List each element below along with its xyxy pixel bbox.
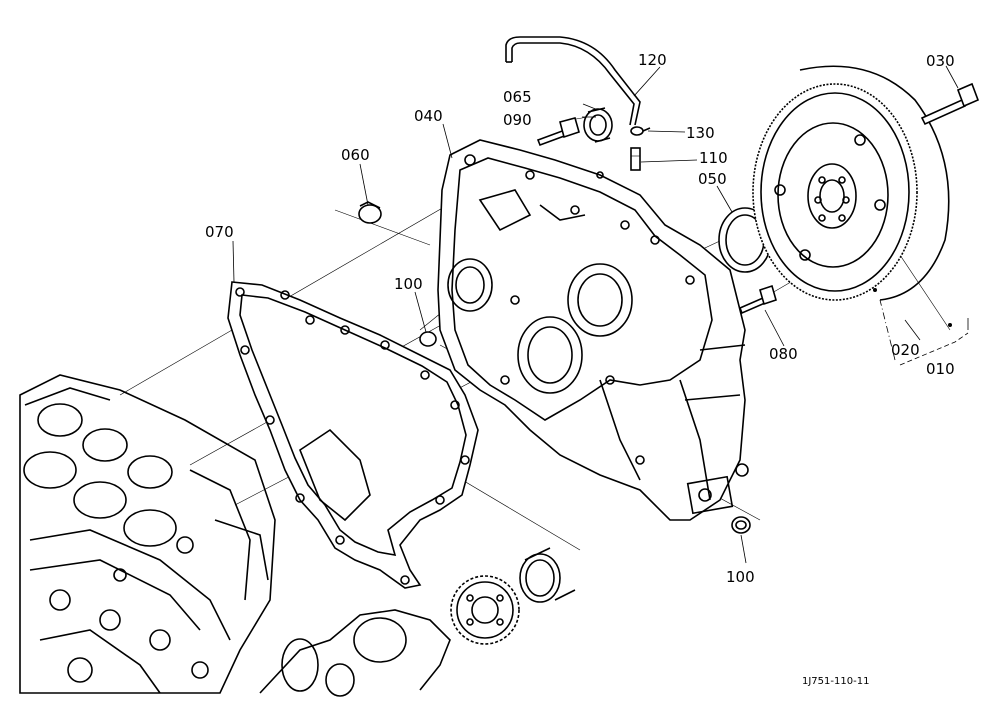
bolt-030 xyxy=(920,82,980,126)
plug-060 xyxy=(358,201,382,224)
label-010: 010 xyxy=(926,360,955,378)
label-030: 030 xyxy=(926,52,955,70)
crank-collar xyxy=(519,547,576,603)
oil-seal-065 xyxy=(583,107,613,143)
label-020: 020 xyxy=(891,341,920,359)
label-060: 060 xyxy=(341,146,370,164)
plug-100-lower xyxy=(731,516,751,534)
label-040: 040 xyxy=(414,107,443,125)
leader-lines xyxy=(232,65,969,564)
gear-case-040 xyxy=(437,139,749,521)
label-120: 120 xyxy=(638,51,667,69)
bolt-090 xyxy=(536,117,580,147)
label-100-upper: 100 xyxy=(394,275,423,293)
label-090: 090 xyxy=(503,111,532,129)
label-130: 130 xyxy=(686,124,715,142)
clamp-130 xyxy=(630,126,651,136)
hose-120 xyxy=(505,36,641,126)
plug-100-upper xyxy=(419,331,437,347)
pipe-110 xyxy=(630,147,641,171)
crankshaft xyxy=(259,609,451,697)
diagram-code: 1J751-110-11 xyxy=(802,676,869,687)
label-100-lower: 100 xyxy=(726,568,755,586)
engine-block xyxy=(19,374,276,694)
label-070: 070 xyxy=(205,223,234,241)
flywheel-010 xyxy=(752,65,969,330)
crank-gear xyxy=(450,575,520,645)
label-080: 080 xyxy=(769,345,798,363)
gasket-070 xyxy=(227,281,479,589)
part-labels: 010 020 030 040 050 060 065 090 070 080 … xyxy=(205,51,955,687)
label-050: 050 xyxy=(698,170,727,188)
label-065: 065 xyxy=(503,88,532,106)
bolt-080 xyxy=(738,284,777,315)
label-110: 110 xyxy=(699,149,728,167)
